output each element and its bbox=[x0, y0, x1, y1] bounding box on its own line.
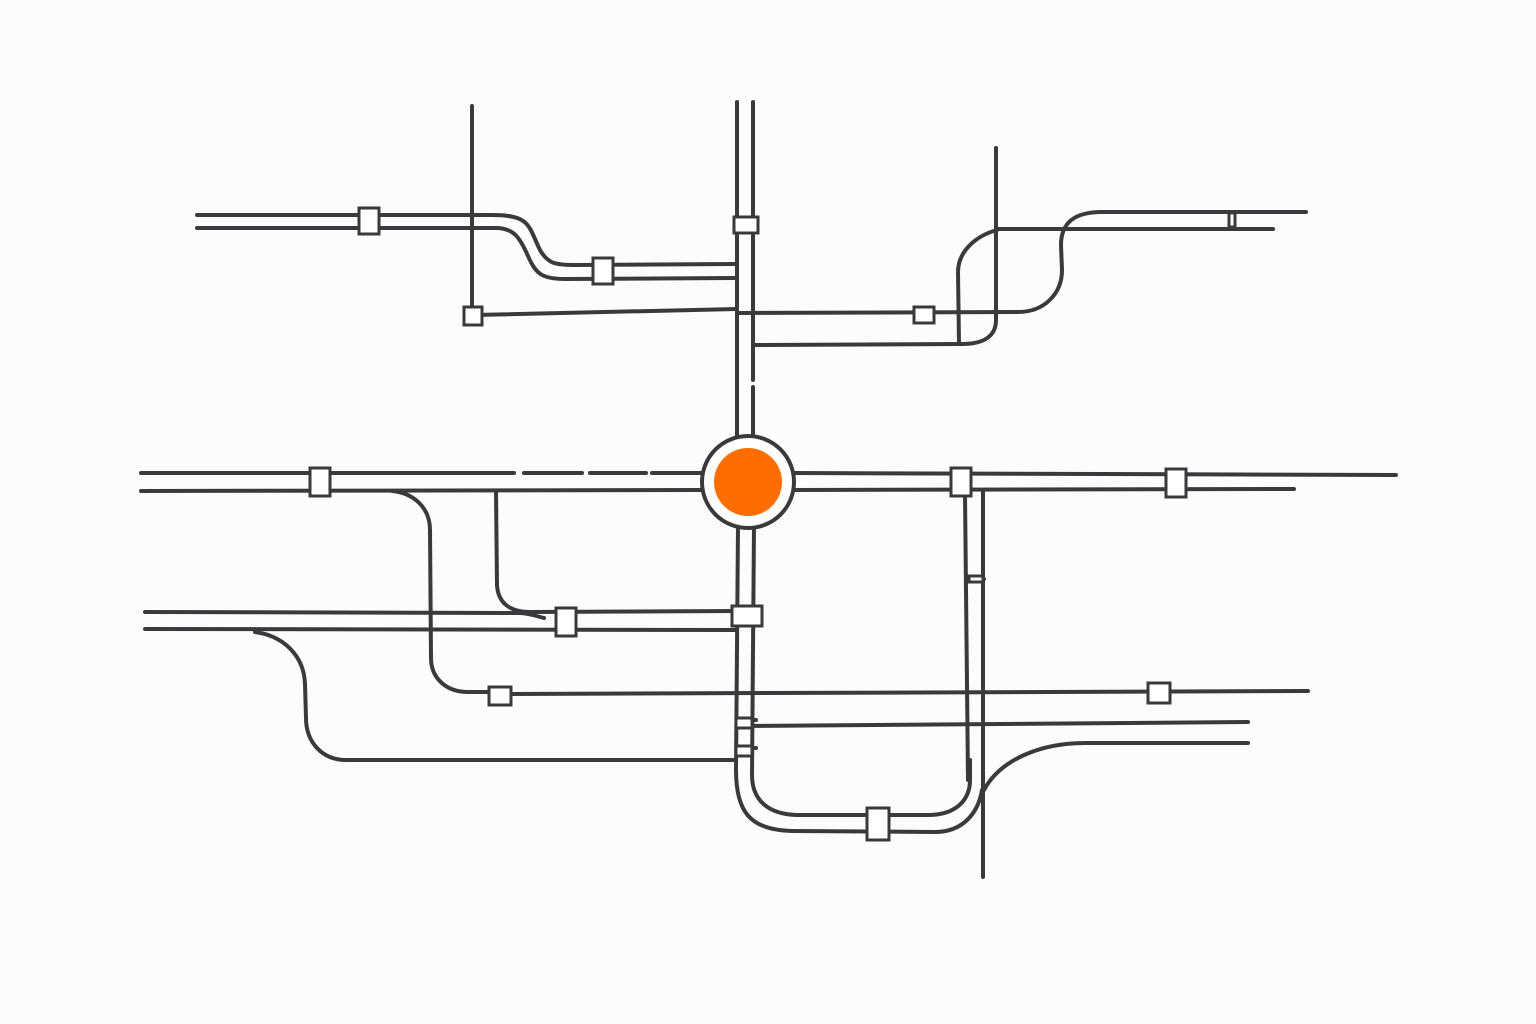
track-line bbox=[494, 489, 740, 614]
track-line bbox=[195, 226, 737, 281]
track-line bbox=[253, 630, 738, 762]
station-marker[interactable] bbox=[1227, 211, 1237, 229]
station-marker[interactable] bbox=[308, 466, 332, 498]
track-line bbox=[956, 228, 999, 346]
track-lines bbox=[139, 100, 1398, 879]
station-marker[interactable] bbox=[732, 215, 760, 235]
station-marker[interactable] bbox=[949, 466, 973, 498]
track-line bbox=[792, 487, 1296, 492]
interchange-hub[interactable] bbox=[700, 434, 796, 530]
station-marker[interactable] bbox=[1164, 467, 1188, 499]
track-line bbox=[792, 471, 1398, 477]
station-marker[interactable] bbox=[487, 685, 513, 707]
station-marker[interactable] bbox=[1146, 681, 1172, 705]
track-line bbox=[390, 489, 492, 694]
hub-marker bbox=[714, 448, 782, 516]
track-line bbox=[139, 488, 704, 493]
station-marker[interactable] bbox=[554, 606, 578, 638]
station-marker[interactable] bbox=[967, 574, 985, 584]
station-marker[interactable] bbox=[734, 716, 754, 730]
track-line bbox=[195, 213, 737, 267]
track-line bbox=[750, 524, 972, 817]
station-marker[interactable] bbox=[730, 604, 764, 628]
track-line bbox=[472, 307, 739, 317]
station-marker[interactable] bbox=[912, 305, 936, 325]
station-markers bbox=[308, 206, 1237, 842]
track-line bbox=[982, 741, 1250, 792]
track-line bbox=[737, 210, 1308, 315]
track-line bbox=[143, 627, 738, 632]
station-marker[interactable] bbox=[462, 305, 484, 327]
track-line bbox=[738, 720, 1250, 728]
station-marker[interactable] bbox=[357, 206, 381, 236]
station-marker[interactable] bbox=[591, 256, 615, 286]
track-line bbox=[143, 610, 546, 620]
track-line bbox=[508, 689, 1310, 696]
station-marker[interactable] bbox=[865, 806, 891, 842]
track-line bbox=[734, 524, 984, 834]
track-line bbox=[753, 146, 998, 347]
station-marker[interactable] bbox=[734, 744, 754, 758]
track-line bbox=[963, 493, 970, 782]
